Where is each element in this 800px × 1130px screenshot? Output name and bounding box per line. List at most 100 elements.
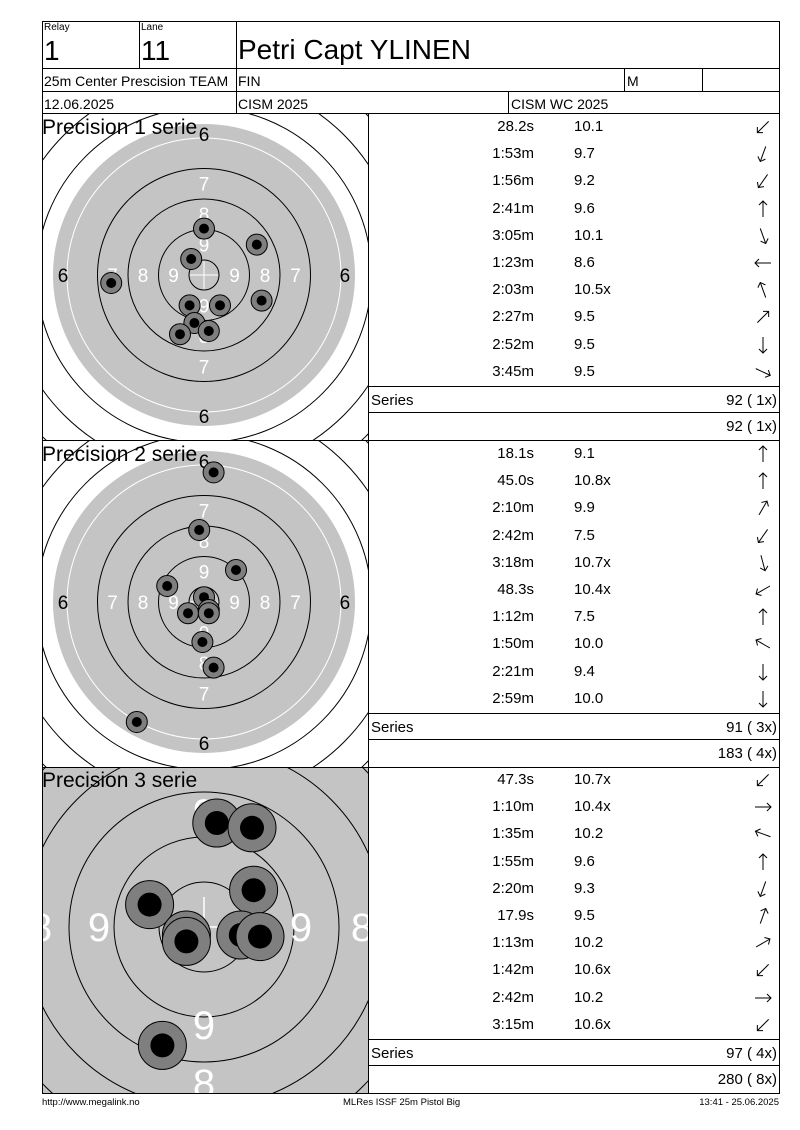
- arrow-head: [756, 1024, 763, 1031]
- arrow-head: [760, 237, 769, 244]
- results-frame: [42, 113, 780, 1094]
- ring-number: 6: [199, 734, 210, 755]
- arrow-shaft: [759, 146, 767, 162]
- footer-url-link[interactable]: http://www.megalink.no: [42, 1097, 140, 1108]
- arrow-head: [755, 588, 762, 596]
- relay-value: 1: [44, 35, 60, 66]
- series-1-title: Precision 1 serie: [42, 116, 198, 139]
- ring: [97, 495, 311, 709]
- shot-direction-arrow-icon: [756, 174, 768, 189]
- shot-direction-arrow-icon: [755, 937, 771, 948]
- ring-number: 9: [199, 297, 210, 318]
- shot-direction-arrow-icon: [756, 528, 768, 543]
- arrow-shape: [755, 585, 771, 596]
- shot-direction-arrow-icon: [756, 120, 770, 134]
- shot-time: 1:10m: [492, 798, 534, 816]
- arrow-shaft: [755, 831, 771, 838]
- competition-name: CISM 2025: [238, 96, 309, 112]
- shot-time: 1:56m: [492, 172, 534, 190]
- series-2-total-label: Series: [371, 719, 414, 736]
- target-series-3: 9988989: [43, 768, 368, 1093]
- shot-score: 9.7: [574, 145, 595, 163]
- arrow-shaft: [755, 585, 771, 595]
- arrow-head: [759, 565, 769, 572]
- arrow-shaft: [759, 881, 767, 897]
- series-divider-1: [42, 440, 780, 441]
- arrow-shape: [758, 500, 769, 516]
- shot-time: 1:35m: [492, 825, 534, 843]
- shot-time: 3:05m: [492, 226, 534, 244]
- series-3-running-row: 280 ( 8x): [369, 1066, 780, 1093]
- shot-score: 8.6: [574, 254, 595, 271]
- hit-core: [194, 525, 205, 535]
- shot-direction-arrow-icon: [756, 1018, 770, 1031]
- hit-core: [248, 924, 272, 949]
- arrow-shaft: [755, 367, 771, 376]
- ring-number: 7: [199, 358, 210, 379]
- hit-core: [251, 239, 262, 250]
- lane-name-divider: [236, 21, 237, 68]
- shot-score: 10.4x: [574, 581, 611, 598]
- shot-time: 3:18m: [492, 553, 534, 571]
- event-name: 25m Center Prescision TEAM: [44, 73, 229, 89]
- ring-number: 6: [199, 452, 210, 473]
- ring-number: 6: [199, 407, 210, 428]
- ring-number: 8: [351, 906, 368, 950]
- shot-direction-arrow-icon: [757, 881, 767, 897]
- ring-number: 8: [138, 266, 149, 287]
- arrow-head: [761, 500, 769, 508]
- shot-direction-arrow-icon: [755, 993, 772, 1002]
- ring-number: 7: [199, 175, 210, 196]
- target-series-2: 9999888877776666: [43, 441, 368, 767]
- arrow-shaft: [756, 311, 770, 324]
- shot-direction-arrow-icon: [758, 608, 768, 626]
- arrow-head: [756, 970, 763, 977]
- ring-number: 9: [229, 266, 240, 287]
- series-3-title: Precision 3 serie: [42, 769, 198, 792]
- arrow-shape: [759, 228, 769, 244]
- shot-time: 47.3s: [497, 771, 534, 788]
- shot-row: 1:10m 10.4x: [370, 794, 780, 821]
- shot-direction-arrow-icon: [757, 282, 767, 298]
- arrow-shape: [759, 907, 769, 924]
- arrow-head: [757, 282, 766, 289]
- shot-score: 10.2: [574, 988, 604, 1006]
- hit-core: [240, 815, 264, 840]
- arrow-head: [757, 890, 766, 897]
- target-column-divider: [368, 113, 369, 1094]
- shot-direction-arrow-icon: [758, 472, 768, 490]
- arrow-shaft: [759, 228, 767, 244]
- shot-time: 3:45m: [492, 362, 534, 380]
- series-divider-2: [42, 767, 780, 768]
- arrow-shape: [758, 336, 768, 354]
- ring-number: 7: [199, 502, 210, 523]
- series-3-running-total: 280 ( 8x): [717, 1071, 777, 1088]
- ring: [97, 168, 311, 382]
- series-2-total-row: Series 91 ( 3x): [369, 713, 780, 740]
- ring: [68, 791, 340, 1063]
- relay-label: Relay: [44, 22, 70, 33]
- target-rings: 9999888877776666: [43, 441, 368, 767]
- arrow-shaft: [760, 554, 766, 571]
- lane-label: Lane: [141, 22, 164, 33]
- arrow-head: [756, 536, 765, 543]
- shot-time: 18.1s: [497, 445, 534, 462]
- shot-time: 45.0s: [497, 472, 534, 490]
- country-gender-divider: [624, 68, 625, 91]
- shot-time: 1:55m: [492, 852, 534, 870]
- shot-score: 10.4x: [574, 798, 611, 816]
- arrow-shaft: [756, 120, 770, 134]
- shot-direction-arrow-icon: [758, 336, 768, 354]
- hit-core: [241, 878, 266, 903]
- shot-direction-arrow-icon: [756, 773, 770, 787]
- shot-score: 10.1: [574, 118, 604, 135]
